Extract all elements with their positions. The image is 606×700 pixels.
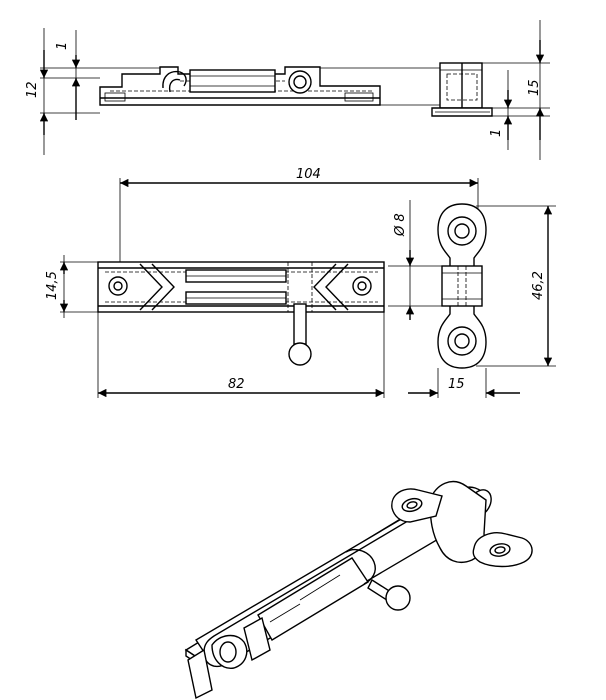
dim-top-height: 12	[25, 81, 40, 98]
dim-plate-length: 82	[228, 377, 245, 392]
dim-hole-spacing: 46,2	[531, 271, 546, 300]
front-view	[59, 178, 479, 398]
dim-hole-diameter: Ø 8	[393, 213, 408, 237]
dim-end-gap: 1	[489, 129, 504, 137]
dim-bolt-height: 14,5	[45, 271, 60, 300]
dim-top-gap: 1	[55, 42, 70, 50]
dim-end-height: 15	[527, 79, 542, 96]
isometric-view	[184, 481, 533, 700]
top-view	[39, 28, 440, 155]
dim-overall-length: 104	[296, 167, 321, 182]
strap-view	[388, 200, 556, 398]
dim-end-width: 15	[448, 377, 465, 392]
end-view	[431, 20, 550, 160]
